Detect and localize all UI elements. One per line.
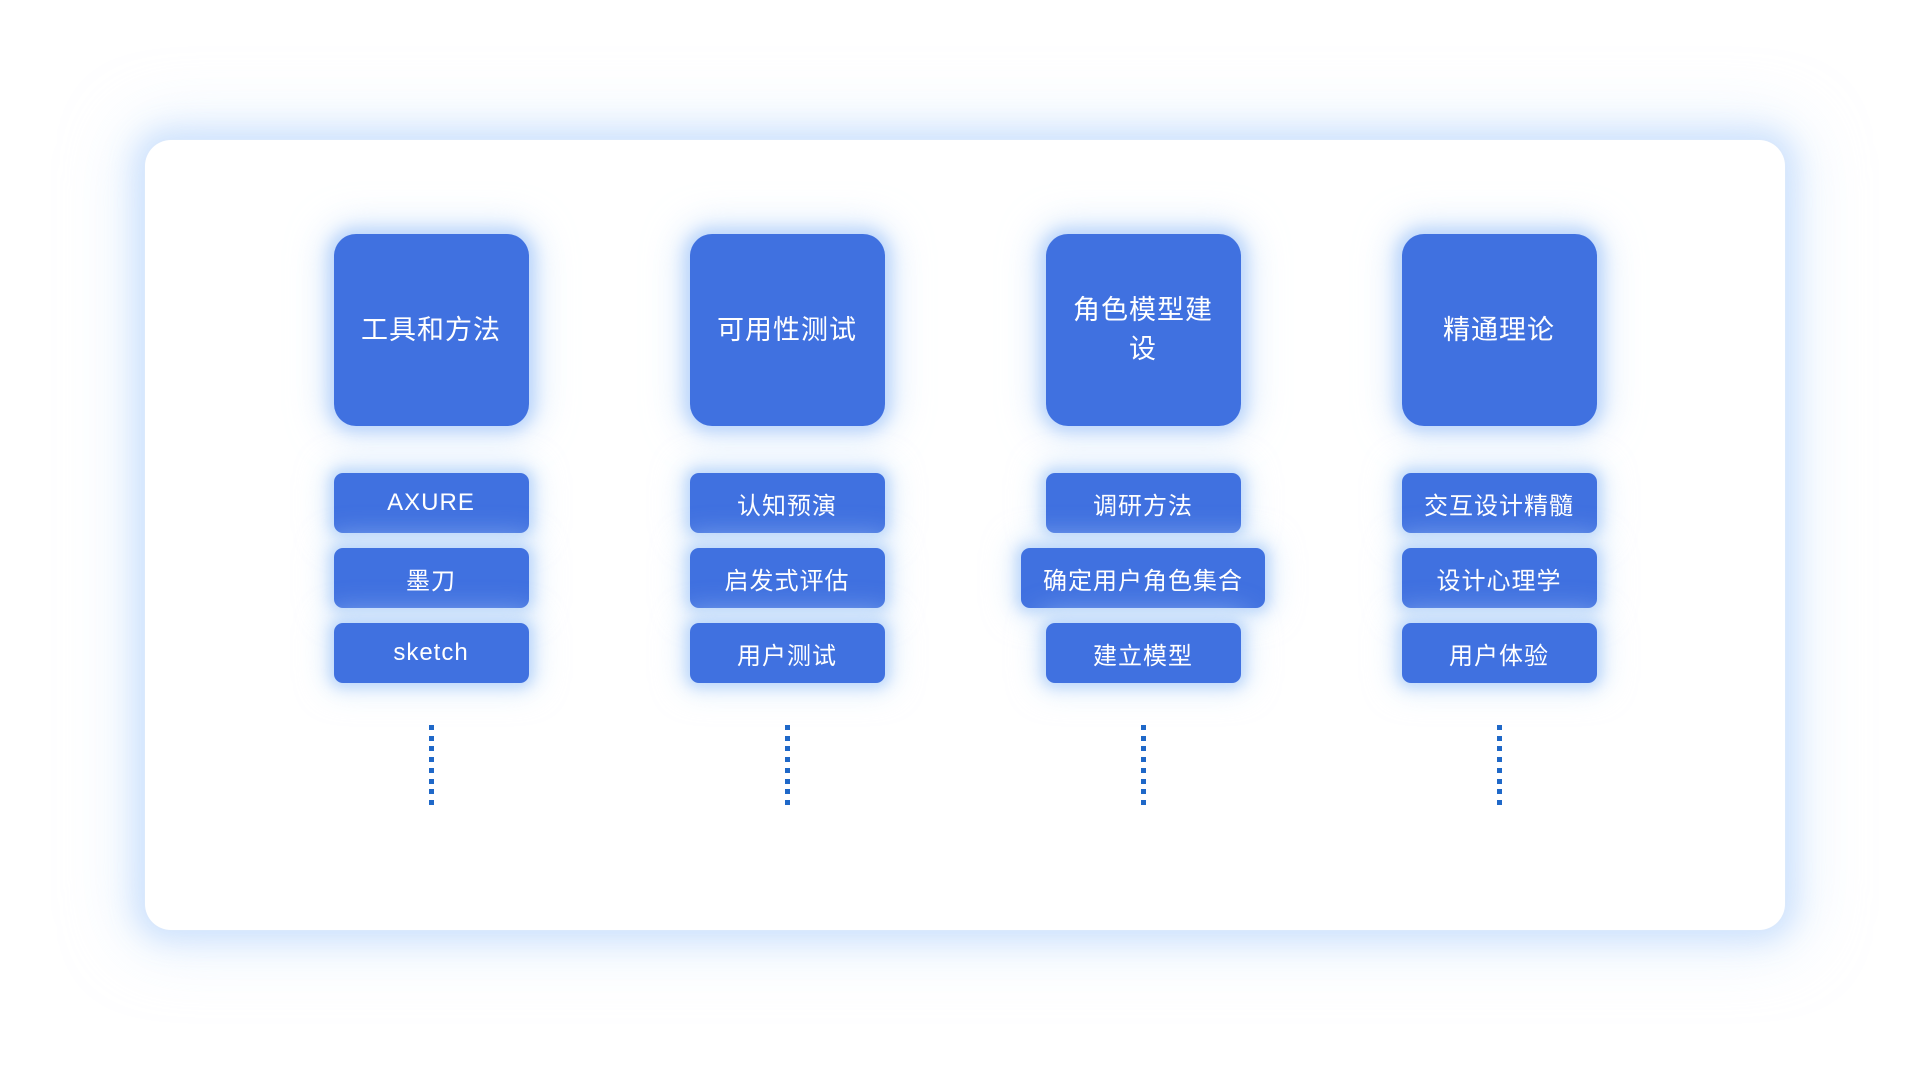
category-column-4: 精通理论 交互设计精髓 设计心理学 用户体验: [1379, 234, 1619, 805]
ellipsis-dot: [1140, 725, 1146, 730]
ellipsis-dot: [1496, 746, 1502, 752]
category-column-3: 角色模型建设 调研方法 确定用户角色集合 建立模型: [1021, 234, 1265, 805]
vertical-ellipsis-icon: [784, 725, 790, 805]
ellipsis-dot: [1140, 746, 1146, 752]
ellipsis-dot: [428, 757, 434, 763]
ellipsis-dot: [1496, 799, 1502, 805]
category-item-pill[interactable]: 建立模型: [1045, 623, 1241, 683]
category-item-pill[interactable]: sketch: [333, 623, 529, 683]
category-item-pill[interactable]: 用户体验: [1401, 623, 1597, 683]
category-items-1: AXURE 墨刀 sketch: [333, 473, 529, 683]
ellipsis-dot: [1496, 767, 1502, 773]
ellipsis-dot: [1140, 789, 1146, 795]
category-item-pill[interactable]: 认知预演: [689, 473, 885, 533]
category-header-card-4[interactable]: 精通理论: [1401, 234, 1597, 426]
category-items-3: 调研方法 确定用户角色集合 建立模型: [1021, 473, 1265, 683]
category-header-card-1[interactable]: 工具和方法: [333, 234, 529, 426]
category-columns: 工具和方法 AXURE 墨刀 sketch 可用性测试 认知预演: [145, 140, 1785, 930]
ellipsis-dot: [784, 725, 790, 730]
category-item-pill[interactable]: 交互设计精髓: [1401, 473, 1597, 533]
ellipsis-dot: [1140, 778, 1146, 784]
category-header-card-2[interactable]: 可用性测试: [689, 234, 885, 426]
category-item-pill[interactable]: 启发式评估: [689, 548, 885, 608]
category-item-pill[interactable]: 墨刀: [333, 548, 529, 608]
ellipsis-dot: [1140, 735, 1146, 741]
ellipsis-dot: [1496, 789, 1502, 795]
ellipsis-dot: [784, 778, 790, 784]
category-item-pill[interactable]: 确定用户角色集合: [1021, 548, 1265, 608]
category-item-pill[interactable]: 设计心理学: [1401, 548, 1597, 608]
ellipsis-dot: [1496, 725, 1502, 730]
vertical-ellipsis-icon: [1496, 725, 1502, 805]
ellipsis-dot: [1496, 757, 1502, 763]
ellipsis-dot: [428, 725, 434, 730]
category-item-pill[interactable]: AXURE: [333, 473, 529, 533]
category-header-card-3[interactable]: 角色模型建设: [1045, 234, 1241, 426]
ellipsis-dot: [1496, 778, 1502, 784]
ellipsis-dot: [1140, 767, 1146, 773]
ellipsis-dot: [1496, 735, 1502, 741]
ellipsis-dot: [784, 757, 790, 763]
ellipsis-dot: [428, 789, 434, 795]
ellipsis-dot: [428, 799, 434, 805]
ellipsis-dot: [428, 735, 434, 741]
ellipsis-dot: [784, 735, 790, 741]
vertical-ellipsis-icon: [1140, 725, 1146, 805]
ellipsis-dot: [784, 767, 790, 773]
ellipsis-dot: [1140, 799, 1146, 805]
ellipsis-dot: [1140, 757, 1146, 763]
ellipsis-dot: [428, 767, 434, 773]
category-column-1: 工具和方法 AXURE 墨刀 sketch: [311, 234, 551, 805]
ellipsis-dot: [784, 799, 790, 805]
category-item-pill[interactable]: 调研方法: [1045, 473, 1241, 533]
vertical-ellipsis-icon: [428, 725, 434, 805]
ellipsis-dot: [428, 746, 434, 752]
ellipsis-dot: [428, 778, 434, 784]
category-items-4: 交互设计精髓 设计心理学 用户体验: [1401, 473, 1597, 683]
category-items-2: 认知预演 启发式评估 用户测试: [689, 473, 885, 683]
category-column-2: 可用性测试 认知预演 启发式评估 用户测试: [667, 234, 907, 805]
ellipsis-dot: [784, 789, 790, 795]
category-item-pill[interactable]: 用户测试: [689, 623, 885, 683]
ellipsis-dot: [784, 746, 790, 752]
